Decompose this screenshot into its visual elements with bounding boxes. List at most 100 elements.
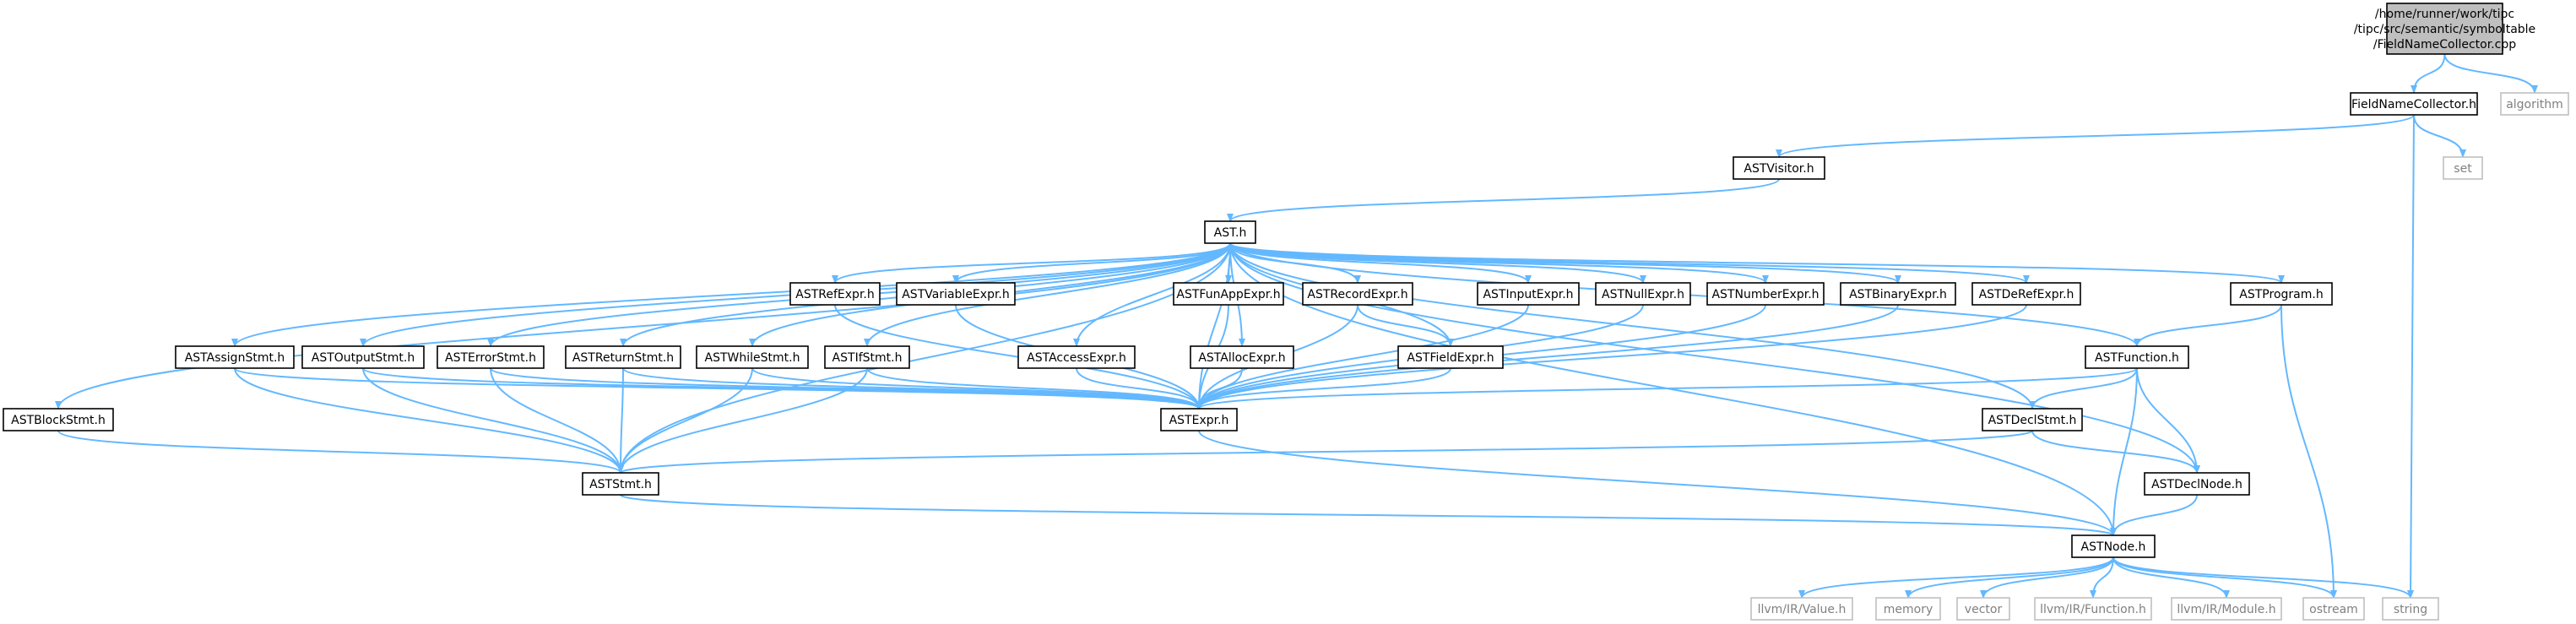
edge-fieldnamecollector_h-to-astvisitor_h [1776, 114, 2415, 158]
edge-astdeclstmt_h-to-astdeclnode_h [2031, 430, 2200, 474]
node-astdeclstmt-h[interactable]: ASTDeclStmt.h [1982, 408, 2083, 431]
node-box [2302, 597, 2365, 621]
node-box [1733, 156, 1825, 180]
graph-nodes: /home/runner/work/tipc/tipc/src/semantic… [3, 3, 2569, 621]
edge-astnode_h-to-vector [1980, 556, 2114, 599]
node-astoutputstmt-h[interactable]: ASTOutputStmt.h [301, 345, 425, 369]
node-astwhilestmt-h[interactable]: ASTWhileStmt.h [696, 345, 809, 369]
node-box [1477, 282, 1580, 306]
node-box [1971, 282, 2081, 306]
dependency-edges [55, 53, 2538, 599]
node-label: ASTWhileStmt.h [705, 351, 800, 365]
node-astfunappexpr-h[interactable]: ASTFunAppExpr.h [1173, 282, 1284, 306]
node-label: ASTExpr.h [1169, 414, 1229, 427]
node-box [1160, 408, 1238, 431]
node-label: ASTOutputStmt.h [312, 351, 415, 365]
edge-astdeclnode_h-to-astnode_h [2110, 494, 2198, 536]
node-root[interactable]: /home/runner/work/tipc/tipc/src/semantic… [2354, 3, 2535, 55]
node-astbinaryexpr-h[interactable]: ASTBinaryExpr.h [1840, 282, 1956, 306]
node-llvm-value-h: llvm/IR/Value.h [1750, 597, 1853, 621]
node-astvisitor-h[interactable]: ASTVisitor.h [1733, 156, 1825, 180]
node-astnumberexpr-h[interactable]: ASTNumberExpr.h [1706, 282, 1825, 306]
node-box [1302, 282, 1413, 306]
node-astfunction-h[interactable]: ASTFunction.h [2085, 345, 2189, 369]
node-asterrorstmt-h[interactable]: ASTErrorStmt.h [437, 345, 545, 369]
edge-ast_h-to-astnullexpr_h [1229, 242, 1646, 284]
node-box [2350, 92, 2478, 116]
edge-astprogram_h-to-astfunction_h [2134, 304, 2282, 347]
edge-astreturnstmt_h-to-astexpr_h [622, 367, 1202, 410]
node-set: set [2443, 156, 2483, 180]
edge-astfieldexpr_h-to-astexpr_h [1196, 367, 1451, 410]
node-astassignstmt-h[interactable]: ASTAssignStmt.h [175, 345, 295, 369]
edge-ast_h-to-astprogram_h [1229, 242, 2285, 284]
edge-ast_h-to-astifstmt_h [864, 242, 1231, 347]
node-string: string [2382, 597, 2439, 621]
edge-ast_h-to-astassignstmt_h [231, 242, 1231, 347]
edge-fieldnamecollector_h-to-set [2413, 114, 2466, 158]
edge-astvisitor_h-to-ast_h [1227, 178, 1780, 222]
node-box [2443, 156, 2483, 180]
node-label: ASTDeclNode.h [2151, 478, 2242, 491]
node-box [1982, 408, 2083, 431]
node-astdeclnode-h[interactable]: ASTDeclNode.h [2144, 472, 2250, 496]
node-label: vector [1965, 603, 2003, 616]
node-astreturnstmt-h[interactable]: ASTReturnStmt.h [565, 345, 681, 369]
node-label: llvm/IR/Module.h [2177, 603, 2275, 616]
node-label: ASTFunAppExpr.h [1176, 288, 1280, 301]
node-astvariableexpr-h[interactable]: ASTVariableExpr.h [896, 282, 1016, 306]
node-label: algorithm [2506, 98, 2563, 111]
edge-ast_h-to-astrefexpr_h [832, 242, 1231, 284]
node-astblockstmt-h[interactable]: ASTBlockStmt.h [3, 408, 114, 431]
edge-astnode_h-to-llvm_value_h [1798, 556, 2114, 599]
edge-astassignstmt_h-to-aststmt_h [234, 367, 624, 474]
node-label: ASTAllocExpr.h [1198, 351, 1285, 365]
node-label: /FieldNameCollector.cpp [2373, 38, 2516, 52]
node-astrefexpr-h[interactable]: ASTRefExpr.h [789, 282, 881, 306]
node-vector: vector [1956, 597, 2010, 621]
node-astderefexpr-h[interactable]: ASTDeRefExpr.h [1971, 282, 2081, 306]
edge-astnode_h-to-ostream [2112, 556, 2337, 599]
node-fieldnamecollector-h[interactable]: FieldNameCollector.h [2350, 92, 2478, 116]
node-ast-h[interactable]: AST.h [1204, 220, 1256, 244]
node-astinputexpr-h[interactable]: ASTInputExpr.h [1477, 282, 1580, 306]
node-box [2071, 534, 2156, 558]
node-label: ASTIfStmt.h [832, 351, 903, 365]
node-astifstmt-h[interactable]: ASTIfStmt.h [824, 345, 910, 369]
node-box [565, 345, 681, 369]
node-box [1173, 282, 1284, 306]
node-box [1190, 345, 1294, 369]
node-astnode-h[interactable]: ASTNode.h [2071, 534, 2156, 558]
edge-ast_h-to-astvariableexpr_h [952, 242, 1231, 284]
node-aststmt-h[interactable]: ASTStmt.h [582, 472, 659, 496]
node-ostream: ostream [2302, 597, 2365, 621]
node-box [1956, 597, 2010, 621]
node-box [2034, 597, 2152, 621]
edge-astdeclstmt_h-to-aststmt_h [617, 430, 2033, 474]
node-label: ASTDeRefExpr.h [1979, 288, 2074, 301]
edge-astifstmt_h-to-astexpr_h [866, 367, 1202, 410]
node-astaccessexpr-h[interactable]: ASTAccessExpr.h [1017, 345, 1136, 369]
node-label: llvm/IR/Function.h [2040, 603, 2146, 616]
node-box [1840, 282, 1956, 306]
node-astnullexpr-h[interactable]: ASTNullExpr.h [1595, 282, 1691, 306]
edge-asterrorstmt_h-to-aststmt_h [490, 367, 624, 474]
node-box [2085, 345, 2189, 369]
node-astallocexpr-h[interactable]: ASTAllocExpr.h [1190, 345, 1294, 369]
node-box [2500, 92, 2569, 116]
node-box [582, 472, 659, 496]
edge-astfunction_h-to-astnode_h [2110, 367, 2138, 536]
node-box [1706, 282, 1825, 306]
node-astprogram-h[interactable]: ASTProgram.h [2230, 282, 2333, 306]
node-label: ASTErrorStmt.h [445, 351, 536, 365]
edge-astwhilestmt_h-to-astexpr_h [751, 367, 1202, 410]
edge-astderefexpr_h-to-astexpr_h [1196, 304, 2027, 410]
node-astexpr-h[interactable]: ASTExpr.h [1160, 408, 1238, 431]
edge-ast_h-to-astderefexpr_h [1229, 242, 2030, 284]
edge-astfunction_h-to-astdeclnode_h [2136, 367, 2200, 474]
node-label: ASTDeclStmt.h [1988, 414, 2077, 427]
node-astrecordexpr-h[interactable]: ASTRecordExpr.h [1302, 282, 1413, 306]
node-astfieldexpr-h[interactable]: ASTFieldExpr.h [1397, 345, 1504, 369]
edge-astprogram_h-to-ostream [2280, 304, 2337, 599]
